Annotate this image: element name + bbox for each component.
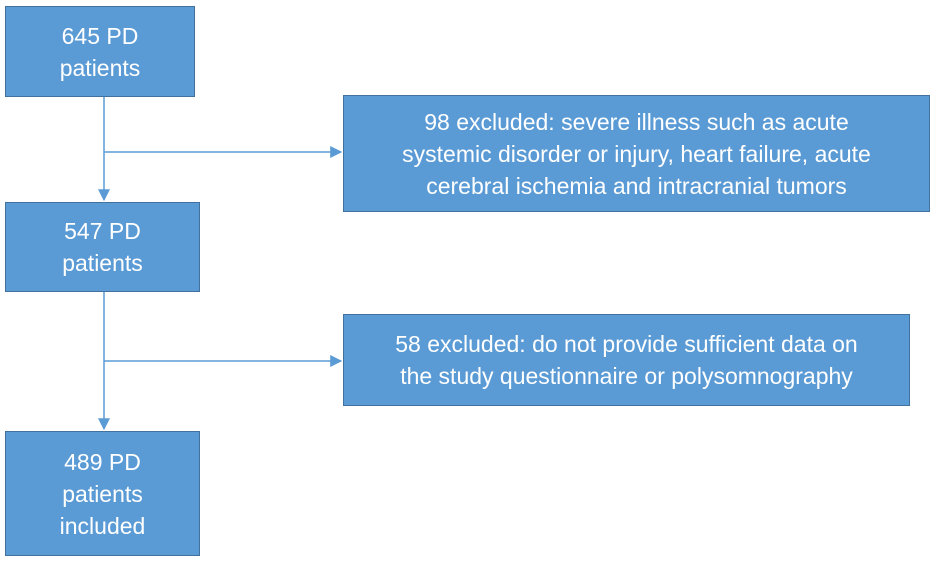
node-middle-line-2: patients [62, 250, 143, 276]
node-final-patients-included: 489 PD patients included [5, 431, 200, 556]
node-final-line-3: included [59, 512, 146, 539]
exclusion-second-line-2: the study questionnaire or polysomnograp… [400, 363, 853, 389]
exclusion-first-line-2: systemic disorder or injury, heart failu… [402, 140, 871, 167]
node-middle-line-1: 547 PD [64, 218, 141, 244]
node-start-patients: 645 PD patients [5, 6, 195, 97]
exclusion-box-second: 58 excluded: do not provide sufficient d… [343, 314, 910, 406]
exclusion-first-line-1: 98 excluded: severe illness such as acut… [424, 108, 849, 135]
exclusion-second-line-1: 58 excluded: do not provide sufficient d… [395, 331, 858, 357]
exclusion-first-line-3: cerebral ischemia and intracranial tumor… [426, 172, 847, 199]
node-middle-patients: 547 PD patients [5, 202, 200, 292]
node-start-line-1: 645 PD [61, 22, 139, 49]
node-final-line-1: 489 PD [64, 448, 141, 475]
exclusion-box-first: 98 excluded: severe illness such as acut… [343, 95, 930, 212]
node-start-line-2: patients [59, 54, 141, 81]
node-final-line-2: patients [62, 480, 143, 507]
